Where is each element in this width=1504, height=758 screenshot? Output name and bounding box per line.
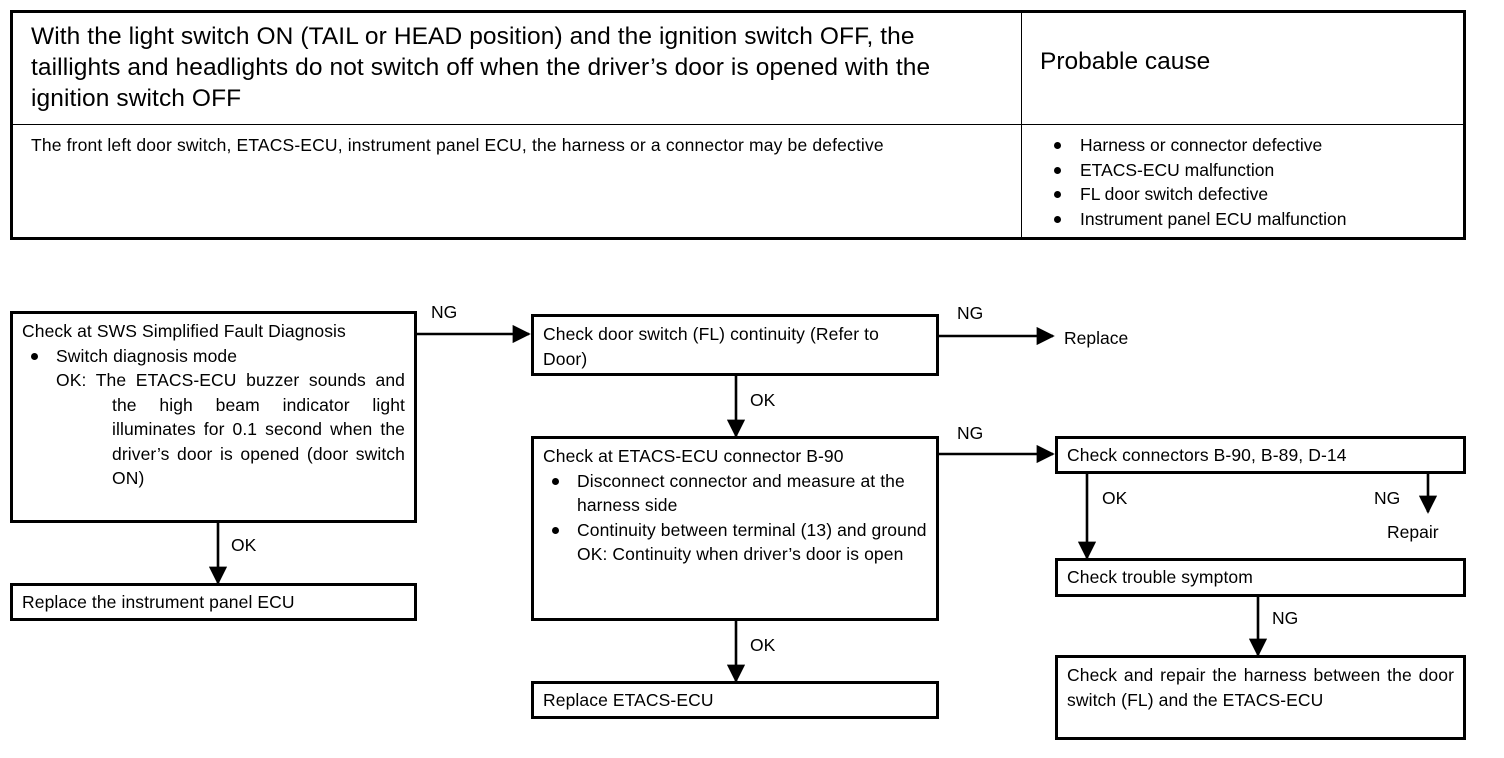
ok-label: OK: <box>56 370 87 390</box>
detail-cell: The front left door switch, ETACS-ECU, i… <box>13 125 1022 237</box>
symptom-text: With the light switch ON (TAIL or HEAD p… <box>31 23 931 112</box>
ok-text: Continuity when driver’s door is open <box>612 544 904 564</box>
symptom-table: With the light switch ON (TAIL or HEAD p… <box>10 10 1466 240</box>
box-replace-ipecu-label: Replace the instrument panel ECU <box>22 591 295 612</box>
probable-cause-list-cell: Harness or connector defective ETACS-ECU… <box>1022 125 1463 237</box>
probable-cause-title: Probable cause <box>1040 48 1211 75</box>
edge-label-ng-connectors-to-repair: NG <box>1374 488 1401 508</box>
probable-cause-header-cell: Probable cause <box>1022 13 1463 124</box>
list-item: Harness or connector defective <box>1040 133 1451 158</box>
text-replace: Replace <box>1064 328 1129 348</box>
list-item: ETACS-ECU malfunction <box>1040 158 1451 183</box>
box-replace-etacs-ecu[interactable]: Replace ETACS-ECU <box>531 681 939 719</box>
box-check-sws-simplified-fault-diagnosis[interactable]: Check at SWS Simplified Fault Diagnosis … <box>10 311 417 523</box>
box-check-repair-harness[interactable]: Check and repair the harness between the… <box>1055 655 1466 740</box>
edge-label-ok-door-to-etacs: OK <box>750 390 776 410</box>
list-item: Switch diagnosis mode <box>22 344 405 369</box>
symptom-cell: With the light switch ON (TAIL or HEAD p… <box>13 13 1022 124</box>
box-check-etacs-ecu-connector-b90[interactable]: Check at ETACS-ECU connector B-90 Discon… <box>531 436 939 621</box>
ok-text: The ETACS-ECU buzzer sounds and the high… <box>95 370 405 488</box>
table-row: With the light switch ON (TAIL or HEAD p… <box>13 13 1463 124</box>
box-sws-title: Check at SWS Simplified Fault Diagnosis <box>22 321 346 341</box>
edge-label-ok-etacs-to-replace: OK <box>750 635 776 655</box>
box-replace-etacs-label: Replace ETACS-ECU <box>543 689 714 710</box>
box-check-connectors-label: Check connectors B-90, B-89, D-14 <box>1067 444 1347 465</box>
edge-label-ok-sws-to-ipecu: OK <box>231 535 257 555</box>
box-check-connectors[interactable]: Check connectors B-90, B-89, D-14 <box>1055 436 1466 474</box>
box-sws-list: Switch diagnosis mode <box>22 344 405 369</box>
list-item: Instrument panel ECU malfunction <box>1040 207 1451 232</box>
edge-label-ng-etacs-to-connectors: NG <box>957 423 984 443</box>
box-door-switch-label: Check door switch (FL) continuity (Refer… <box>543 324 879 369</box>
box-etacs-title: Check at ETACS-ECU connector B-90 <box>543 446 844 466</box>
box-check-trouble-symptom[interactable]: Check trouble symptom <box>1055 558 1466 597</box>
detail-text: The front left door switch, ETACS-ECU, i… <box>31 135 884 155</box>
box-etacs-list: Disconnect connector and measure at the … <box>543 469 927 543</box>
list-item: FL door switch defective <box>1040 182 1451 207</box>
edge-label-ok-connectors-to-trouble: OK <box>1102 488 1128 508</box>
box-etacs-ok-criteria: OK: Continuity when driver’s door is ope… <box>543 542 927 567</box>
edge-label-ng-sws-to-door: NG <box>431 302 458 322</box>
box-replace-instrument-panel-ecu[interactable]: Replace the instrument panel ECU <box>10 583 417 621</box>
text-repair: Repair <box>1387 522 1439 542</box>
box-check-door-switch-continuity[interactable]: Check door switch (FL) continuity (Refer… <box>531 314 939 376</box>
box-check-trouble-label: Check trouble symptom <box>1067 567 1253 588</box>
list-item: Continuity between terminal (13) and gro… <box>543 518 927 543</box>
box-check-repair-harness-label: Check and repair the harness between the… <box>1067 665 1454 710</box>
ok-label: OK: <box>577 544 608 564</box>
edge-label-ng-door-to-replace: NG <box>957 303 984 323</box>
list-item: Disconnect connector and measure at the … <box>543 469 927 518</box>
edge-label-ng-trouble-to-harness: NG <box>1272 608 1299 628</box>
box-sws-ok-criteria: OK: The ETACS-ECU buzzer sounds and the … <box>22 368 405 491</box>
table-row: The front left door switch, ETACS-ECU, i… <box>13 124 1463 237</box>
probable-cause-list: Harness or connector defective ETACS-ECU… <box>1040 133 1451 231</box>
